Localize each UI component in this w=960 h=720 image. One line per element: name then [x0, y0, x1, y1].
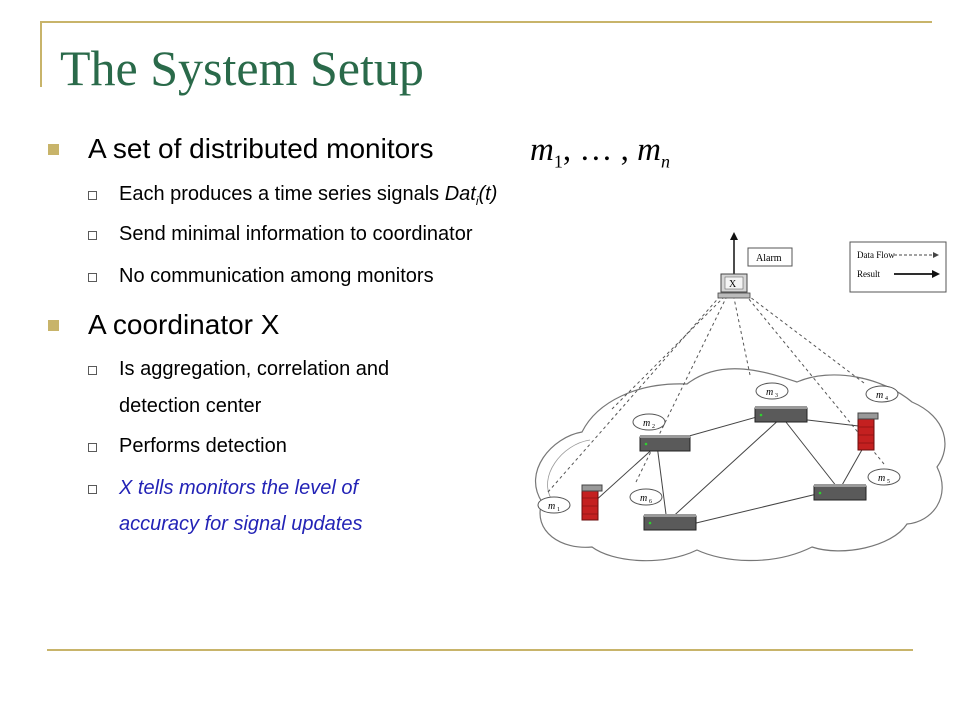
- sub-bullet-accuracy-cont: accuracy for signal updates: [119, 513, 363, 535]
- hollow-square-bullet-icon: [88, 231, 97, 240]
- square-bullet-icon: [48, 320, 59, 331]
- monitor-m2: [632, 413, 666, 431]
- svg-text:m: m: [643, 418, 650, 429]
- network-cloud-outline: [535, 368, 946, 562]
- alarm-label: Alarm: [756, 253, 782, 264]
- left-rule: [40, 21, 42, 87]
- monitor-m3: [755, 382, 789, 400]
- svg-text:4: 4: [885, 396, 888, 402]
- firewall-icon-2: [857, 412, 879, 451]
- hollow-square-bullet-icon: [88, 443, 97, 452]
- square-bullet-icon: [48, 144, 59, 155]
- legend-result: Result: [857, 269, 881, 279]
- bottom-rule: [47, 649, 913, 651]
- svg-text:2: 2: [652, 424, 655, 430]
- monitor-m4: [865, 385, 899, 403]
- svg-text:m: m: [876, 390, 883, 401]
- legend-box: [849, 241, 947, 293]
- network-links: [593, 414, 873, 525]
- coordinator-label: X: [729, 279, 737, 290]
- monitor-m6: [629, 488, 663, 506]
- router-icon-3: [813, 484, 867, 501]
- svg-text:1: 1: [557, 507, 560, 513]
- router-icon-2: [754, 406, 808, 423]
- monitor-m5: [867, 468, 901, 486]
- svg-text:m: m: [548, 501, 555, 512]
- monitor-set-formula: m1, … , mn: [530, 132, 670, 172]
- monitor-m1: [537, 496, 571, 514]
- sub-bullet-aggregation-cont: detection center: [119, 395, 262, 417]
- svg-text:m: m: [640, 493, 647, 504]
- alarm-box: [747, 247, 793, 267]
- legend-data-flow: Data Flow: [857, 250, 895, 260]
- hollow-square-bullet-icon: [88, 485, 97, 494]
- router-icon-1: [639, 435, 691, 452]
- firewall-icon-1: [581, 484, 603, 521]
- router-icon-4: [643, 514, 697, 531]
- svg-text:m: m: [766, 387, 773, 398]
- hollow-square-bullet-icon: [88, 273, 97, 282]
- data-flow-lines: [547, 293, 885, 493]
- svg-text:m: m: [878, 473, 885, 484]
- svg-text:5: 5: [887, 479, 890, 485]
- slide-title: The System Setup: [60, 40, 424, 96]
- top-rule: [40, 21, 932, 23]
- hollow-square-bullet-icon: [88, 191, 97, 200]
- hollow-square-bullet-icon: [88, 366, 97, 375]
- svg-text:6: 6: [649, 499, 652, 505]
- svg-text:3: 3: [775, 393, 778, 399]
- coordinator-computer-icon: X: [717, 273, 751, 299]
